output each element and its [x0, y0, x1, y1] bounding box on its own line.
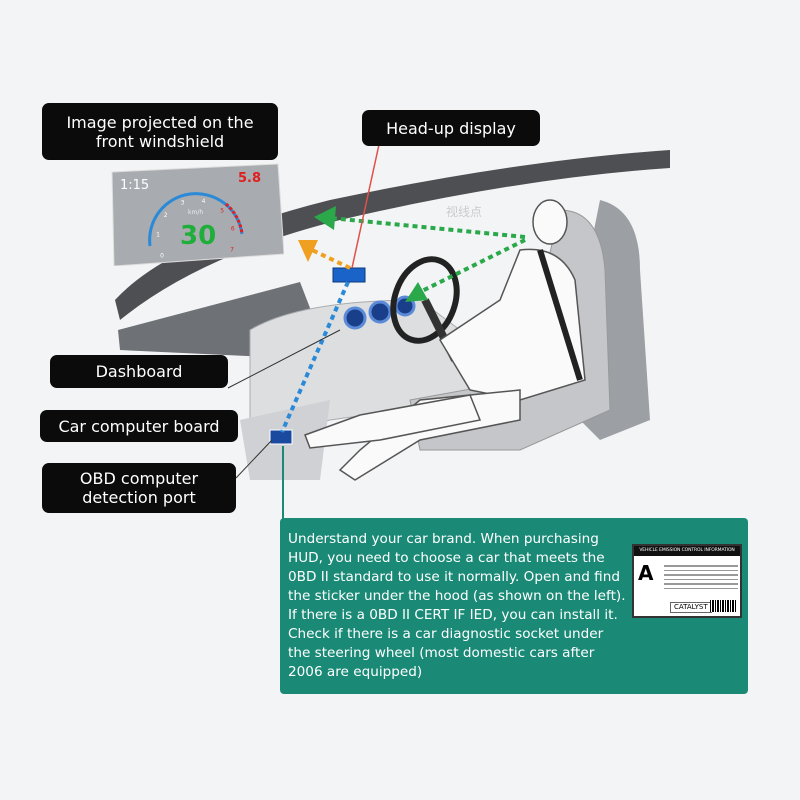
hud-label: Head-up display — [362, 110, 540, 146]
steering-wheel — [390, 256, 460, 344]
info-box: Understand your car brand. When purchasi… — [280, 518, 748, 694]
arrow-icon — [314, 206, 336, 230]
gauge — [368, 300, 392, 324]
windshield-label: Image projected on the front windshield — [42, 103, 278, 160]
hud-fuel: 5.8 — [238, 171, 261, 186]
barcode-icon — [710, 600, 736, 612]
seatbelt — [537, 249, 583, 381]
emission-sticker: VEHICLE EMISSION CONTROL INFORMATION A C… — [632, 544, 742, 618]
gaze-point-label: 视线点 — [446, 205, 483, 219]
obd-pointer — [235, 439, 273, 479]
dashboard-pointer — [227, 329, 341, 389]
sticker-catalyst: CATALYST — [670, 602, 712, 613]
gauge — [343, 306, 367, 330]
projection-line — [311, 248, 351, 270]
sticker-fine-print — [664, 562, 738, 592]
sight-line-dashboard — [419, 238, 526, 294]
data-cable-line — [280, 281, 350, 433]
hud-tick-label: 7 — [230, 247, 234, 254]
info-text: Understand your car brand. When purchasi… — [288, 531, 626, 680]
hud-tick-label: 2 — [164, 212, 168, 219]
sticker-grade: A — [638, 561, 654, 585]
dashboard-label: Dashboard — [50, 355, 228, 388]
hud-device — [332, 267, 366, 283]
hud-tick-label: 5 — [220, 208, 224, 215]
hud-time: 1:15 — [120, 178, 149, 193]
hud-speed: 30 — [180, 221, 216, 251]
hud-unit: km/h — [188, 209, 203, 216]
hud-tick-label: 0 — [160, 252, 164, 259]
obd-port-label: OBD computer detection port — [42, 463, 236, 513]
arrow-icon — [298, 240, 318, 262]
hud-tick-label: 6 — [231, 226, 235, 233]
hud-pointer — [351, 139, 381, 269]
hud-tick-label: 4 — [202, 198, 206, 205]
obd-port — [269, 429, 293, 445]
hud-tick-label: 1 — [156, 232, 160, 239]
sticker-title: VEHICLE EMISSION CONTROL INFORMATION — [634, 546, 740, 556]
hud-projection: 1:15 5.8 km/h 30 0 1 2 3 4 5 6 7 — [111, 163, 284, 266]
arrow-icon — [405, 282, 428, 302]
computer-board-label: Car computer board — [40, 410, 238, 442]
hud-tick-label: 3 — [181, 199, 185, 206]
